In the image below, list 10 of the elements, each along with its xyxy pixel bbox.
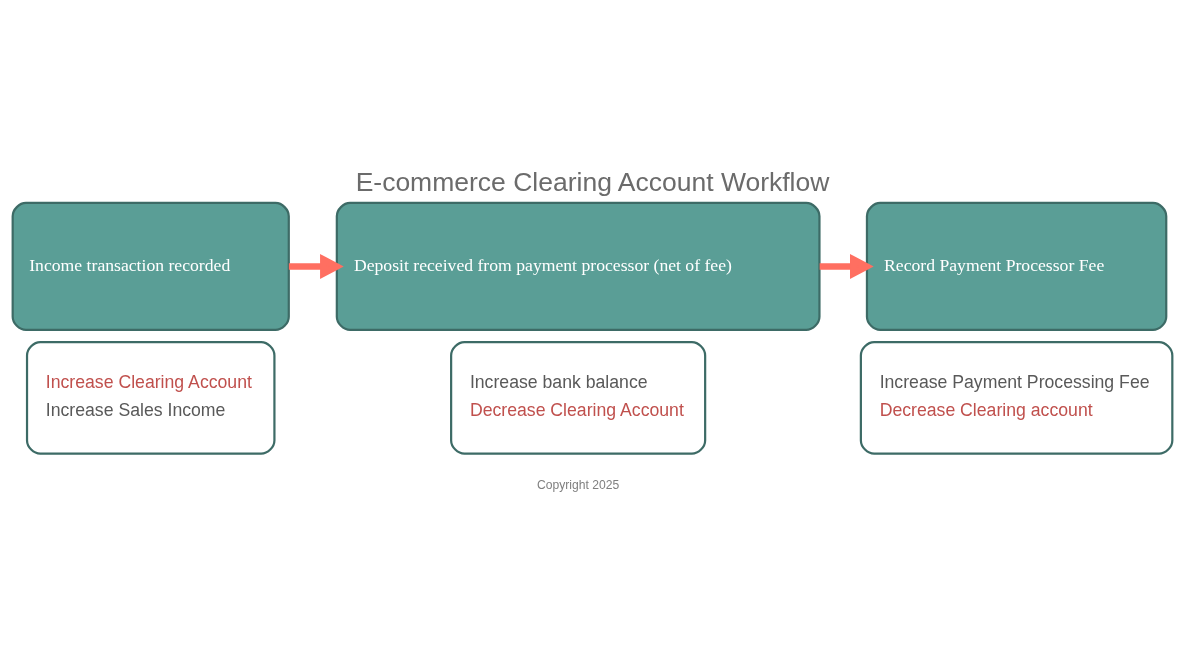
node-box: Increase Clearing Account Increase Sales Income	[25, 341, 276, 455]
node-box: Income transaction recorded	[11, 201, 290, 332]
node-box: Record Payment Processor Fee	[865, 201, 1168, 332]
arrow	[819, 254, 874, 279]
arrow	[288, 254, 344, 279]
node-box: Increase Payment Processing Fee Decrease Clearing account	[859, 341, 1174, 455]
label: Copyright 2025	[537, 477, 620, 492]
node-box: Deposit received from payment processor (net of fee)	[335, 201, 821, 332]
diagram-title: E-commerce Clearing Account Workflow	[355, 167, 830, 198]
node-box: Increase bank balance Decrease Clearing Account	[450, 341, 707, 455]
